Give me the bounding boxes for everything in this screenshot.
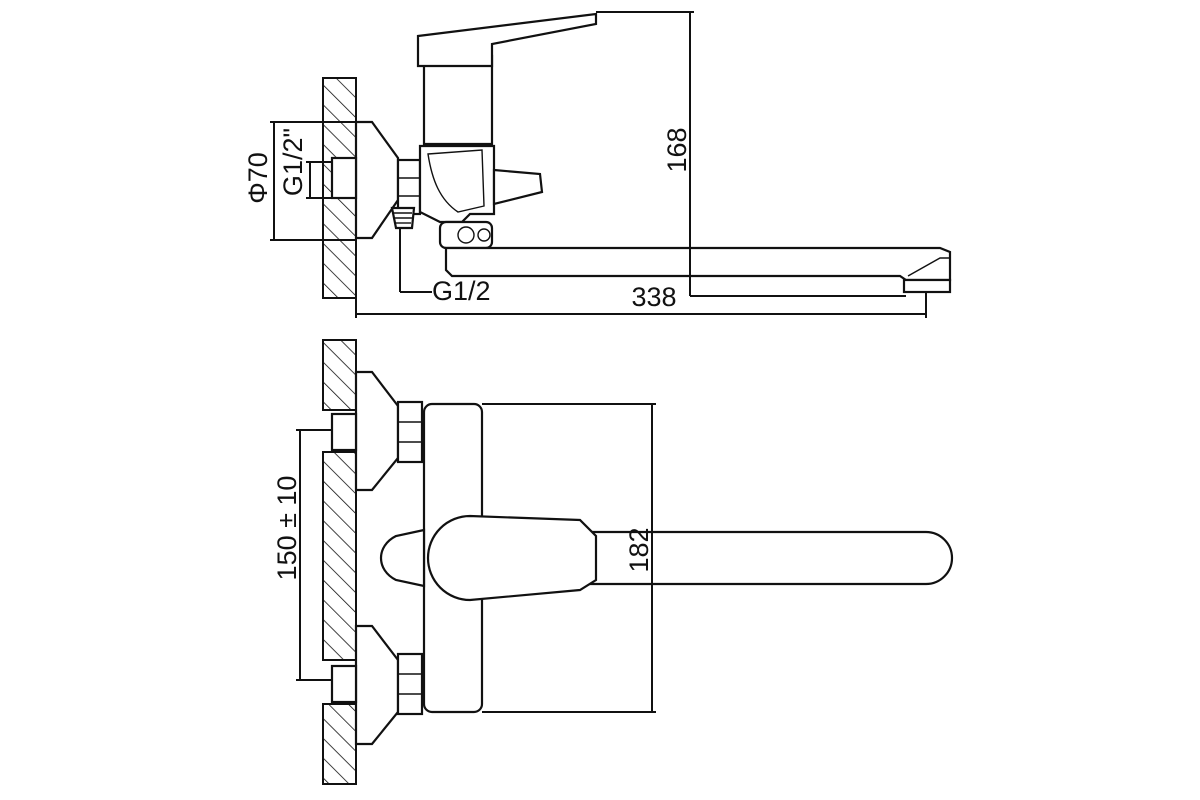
spout-top [578,530,954,586]
spout-side [444,246,952,282]
mixer-body-inner-side [427,149,485,213]
lever-top [426,514,598,602]
wall-section-lower [322,703,357,785]
dim-g12-quote-label: G1/2" [278,128,308,196]
hex-nut-lower [396,652,424,716]
dimension-reach: 338 [355,282,927,318]
diverter-knob-top [380,528,426,588]
top-view: 150 ± 10 182 [272,339,954,785]
dimension-height: 168 [596,11,906,297]
side-view: 168 338 Φ70 G1/2" G1/2 [243,11,952,318]
wall-section-middle [322,451,357,661]
hex-nut-upper [396,400,424,464]
dimension-center-distance: 150 ± 10 [272,429,332,681]
dim-338-label: 338 [631,282,676,312]
dimension-flange: Φ70 G1/2" [243,121,356,241]
lever-handle-side [416,12,598,68]
dimension-body-length: 182 [482,403,656,713]
dim-168-label: 168 [662,127,692,172]
upper-inlet [330,370,424,492]
flange-top [354,120,400,240]
dim-150-label: 150 ± 10 [272,476,302,581]
swivel-collar-side [438,220,494,250]
dim-phi70-label: Φ70 [243,152,273,204]
mixer-body-side [418,144,496,224]
diverter-knob-side [492,168,544,206]
cartridge-body-side [422,54,494,146]
hex-nut-top [396,158,422,216]
lower-inlet [330,624,424,746]
dim-182-label: 182 [624,527,654,572]
dim-g12-label: G1/2 [432,276,491,306]
wall-section-upper [322,339,357,411]
leader-g12: G1/2 [399,228,491,306]
inlet-pipe-top [330,156,358,200]
aerator-side [902,278,952,294]
